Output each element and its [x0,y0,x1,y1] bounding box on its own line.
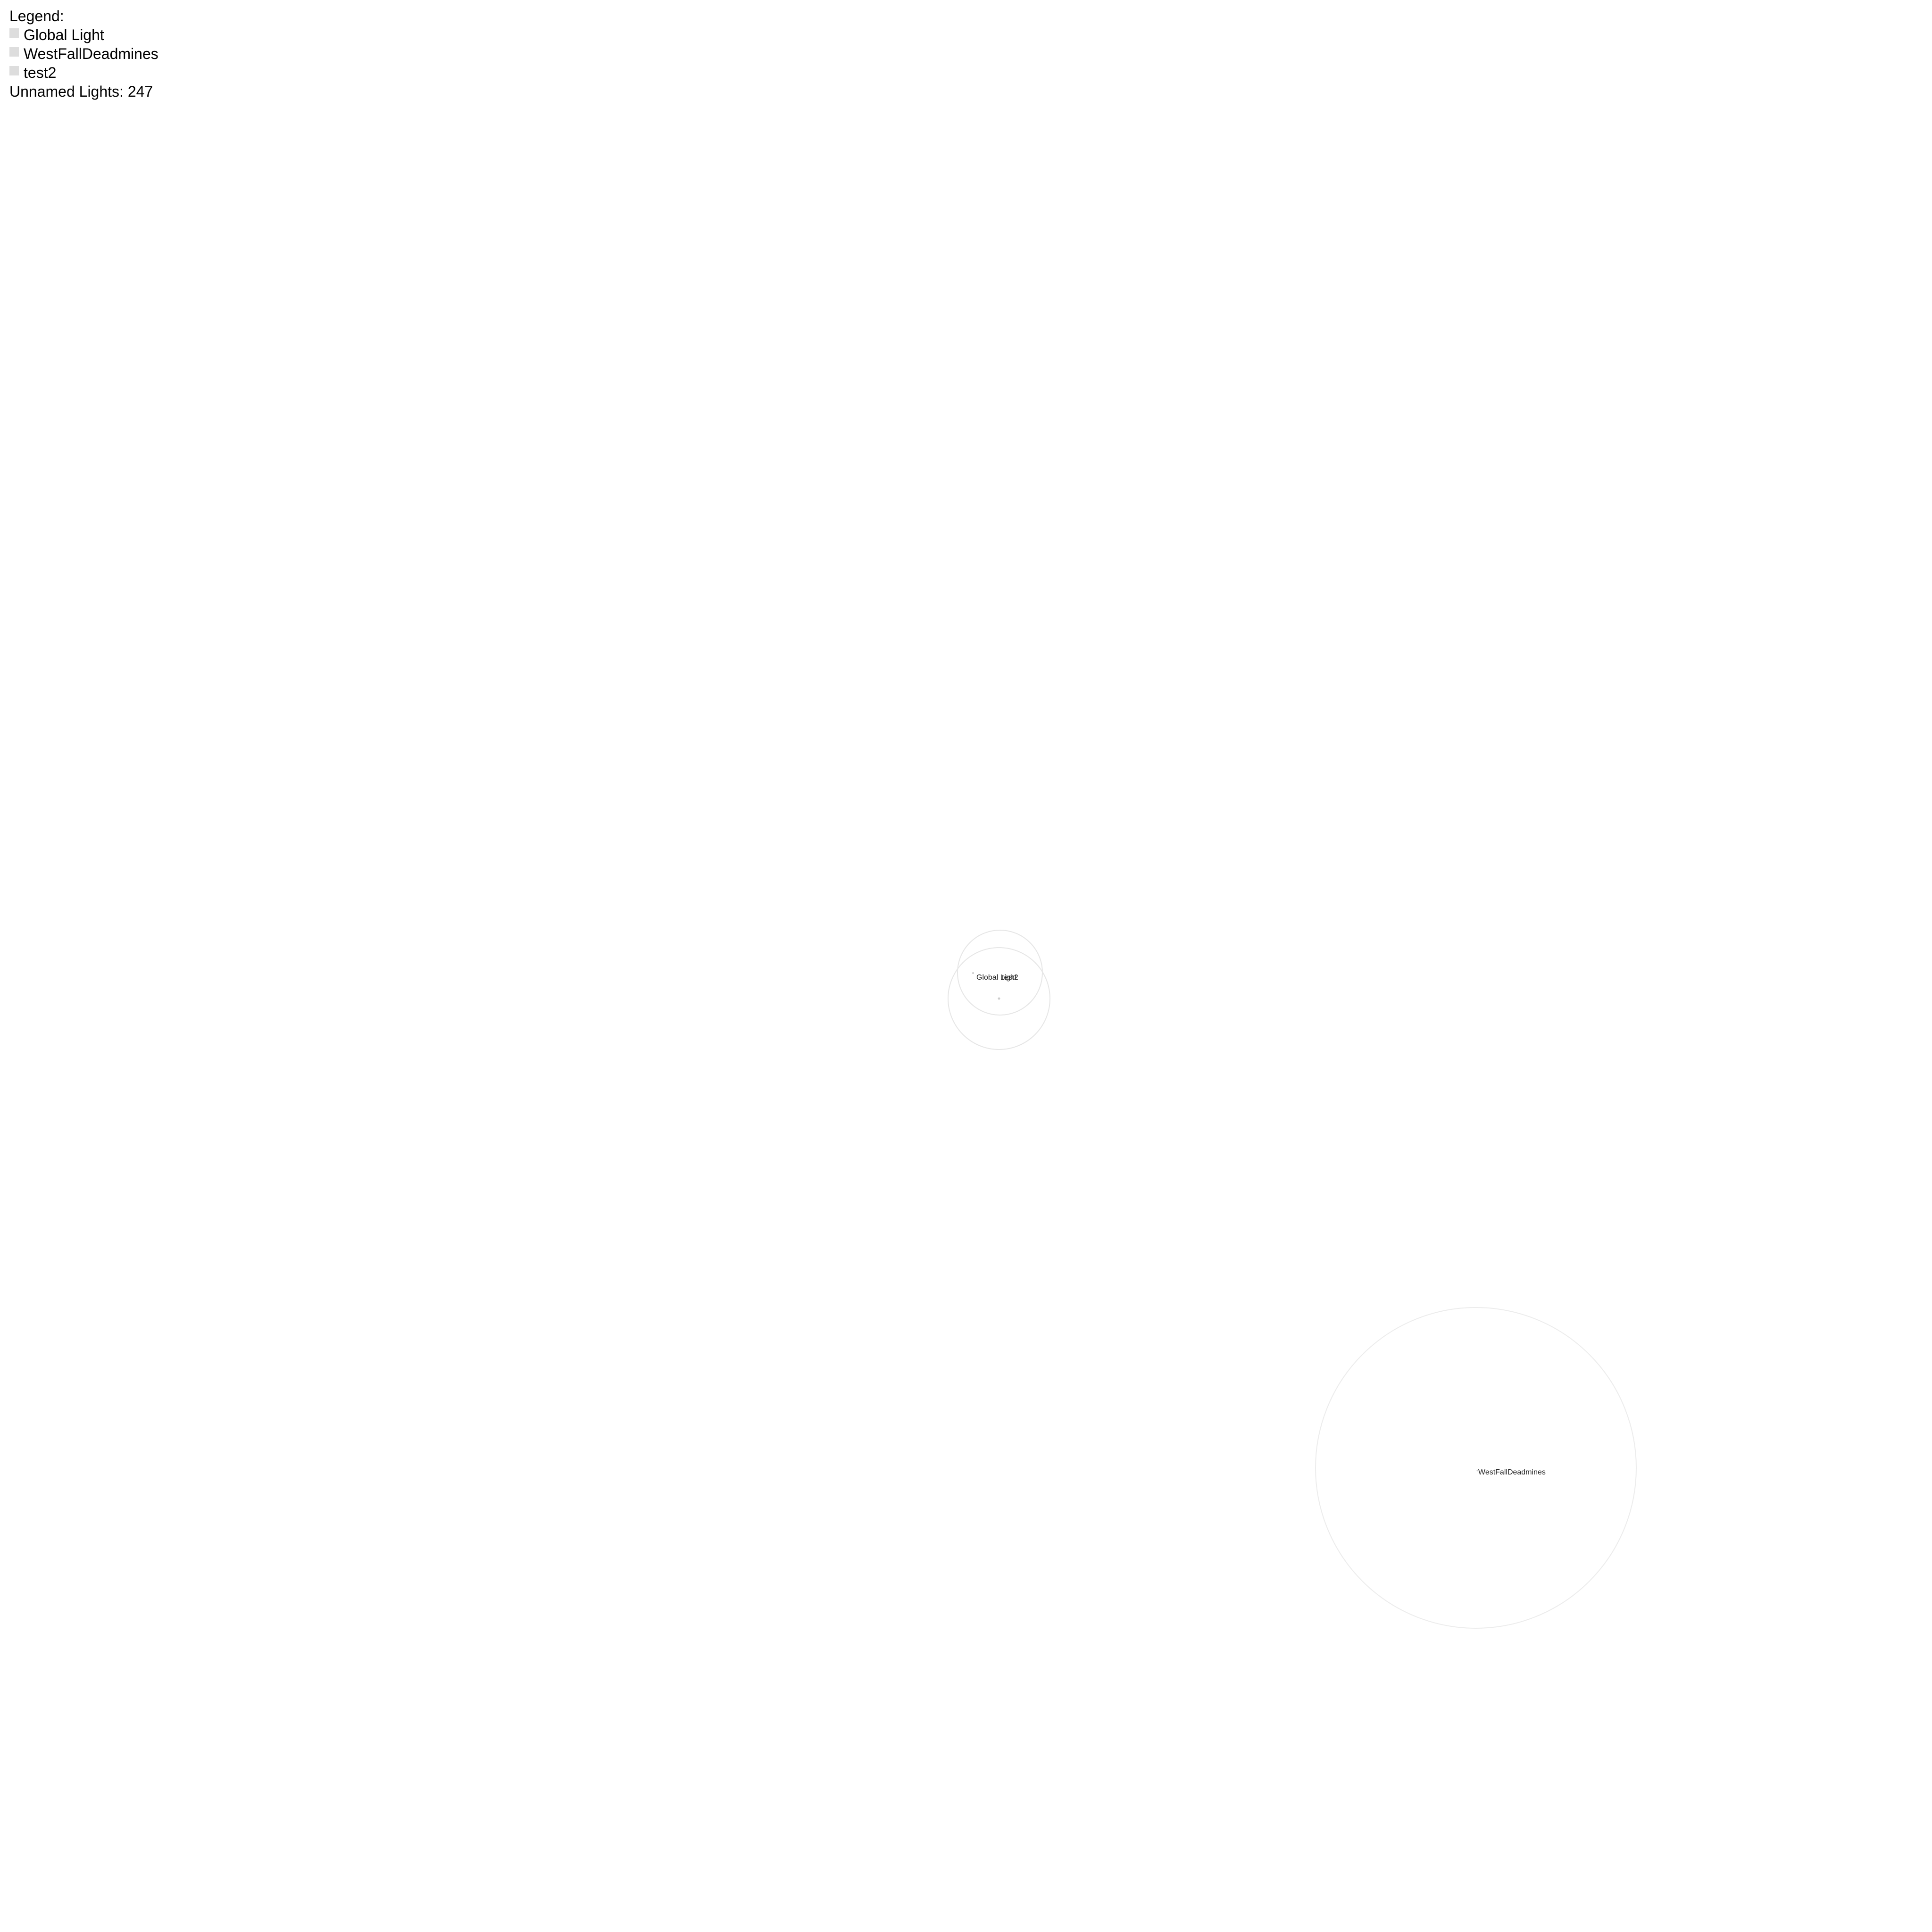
legend-swatch [9,28,19,38]
light-label-global-light: Global Light [976,974,1017,982]
legend-item-westfalldeadmines: WestFallDeadmines [9,44,158,63]
legend-item-global-light: Global Light [9,25,158,44]
legend-swatch [9,47,19,57]
legend-swatch [9,66,19,75]
light-radius-westfalldeadmines[interactable] [1315,1307,1637,1629]
light-label-westfalldeadmines: WestFallDeadmines [1478,1468,1546,1476]
legend-title: Legend: [9,8,64,25]
legend-panel: Legend: Global Light WestFallDeadmines t… [9,7,158,101]
legend-item-test2: test2 [9,63,158,82]
light-label-test2: test2 [1002,974,1018,982]
legend-item-label: test2 [24,64,57,81]
light-marker [972,972,974,974]
light-radius-test2[interactable] [957,930,1043,1016]
unnamed-lights-count: Unnamed Lights: 247 [9,83,153,100]
light-radius-global-light[interactable] [948,947,1050,1050]
light-marker [998,997,1000,1000]
light-marker [1476,1470,1478,1472]
legend-item-label: WestFallDeadmines [24,45,158,62]
legend-item-label: Global Light [24,26,104,43]
